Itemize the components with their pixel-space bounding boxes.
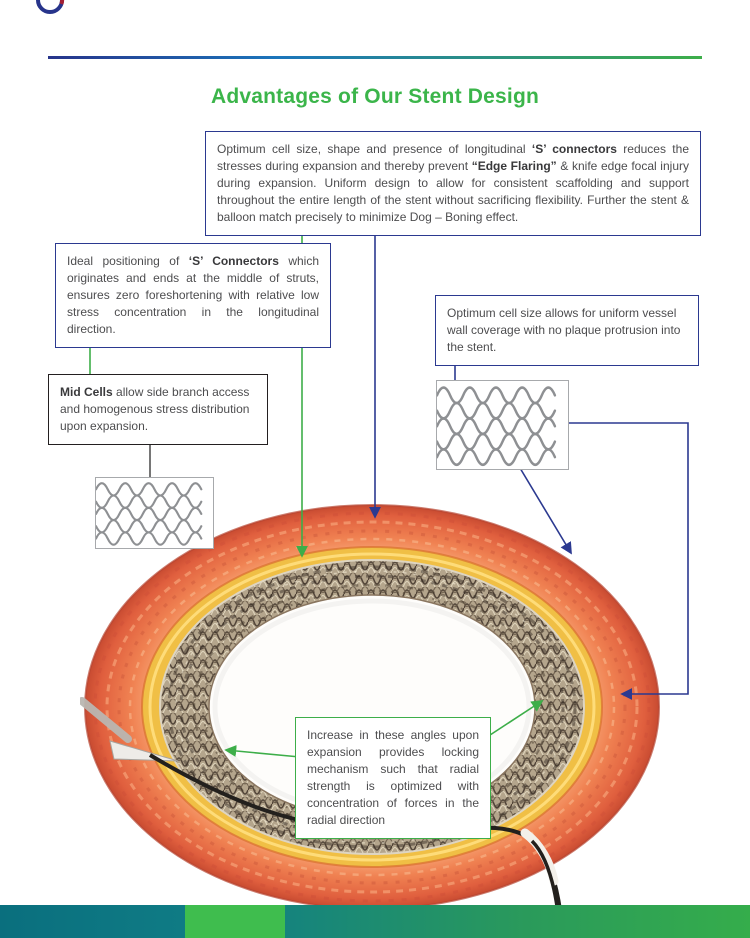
- brand-logo-mark: [36, 0, 65, 14]
- text-segment: Optimum cell size allows for uniform ves…: [447, 306, 681, 355]
- footer-accent-block: [185, 905, 285, 938]
- text-segment: Increase in these angles upon expansion …: [307, 728, 479, 828]
- text-segment: Optimum cell size, shape and presence of…: [217, 142, 532, 156]
- stent-pattern-right: [436, 380, 569, 470]
- stent-pattern-left: [95, 477, 214, 549]
- callout-radial-strength: Increase in these angles upon expansion …: [295, 717, 491, 840]
- text-segment: & knife edge focal injury during expansi…: [217, 159, 689, 225]
- stent-pattern-image: [437, 386, 557, 467]
- text-segment: reduces the stresses during expansion an…: [217, 142, 689, 174]
- page-title: Advantages of Our Stent Design: [210, 85, 540, 108]
- footer-bar: [0, 905, 750, 938]
- text-segment: which originates and ends at the middle …: [67, 254, 319, 337]
- stent-pattern-image: [96, 482, 203, 546]
- text-bold-s-connectors: ‘S’ Connectors: [188, 254, 279, 268]
- text-bold-mid-cells: Mid Cells: [60, 385, 113, 399]
- header-divider: [48, 56, 702, 59]
- text-bold-s-connectors: ‘S’ connectors: [531, 142, 617, 156]
- text-segment: Ideal positioning of: [67, 254, 189, 268]
- text-segment: allow side branch access and homogenous …: [60, 385, 250, 434]
- callout-mid-cells: Mid Cells allow side branch access and h…: [48, 374, 268, 446]
- callout-cell-size: Optimum cell size allows for uniform ves…: [435, 295, 699, 367]
- callout-s-connectors: Ideal positioning of ‘S’ Connectors whic…: [55, 243, 331, 349]
- brand-logo-icon: [34, 0, 66, 16]
- text-bold-edge-flaring: “Edge Flaring”: [471, 159, 557, 174]
- callout-main: Optimum cell size, shape and presence of…: [205, 131, 701, 237]
